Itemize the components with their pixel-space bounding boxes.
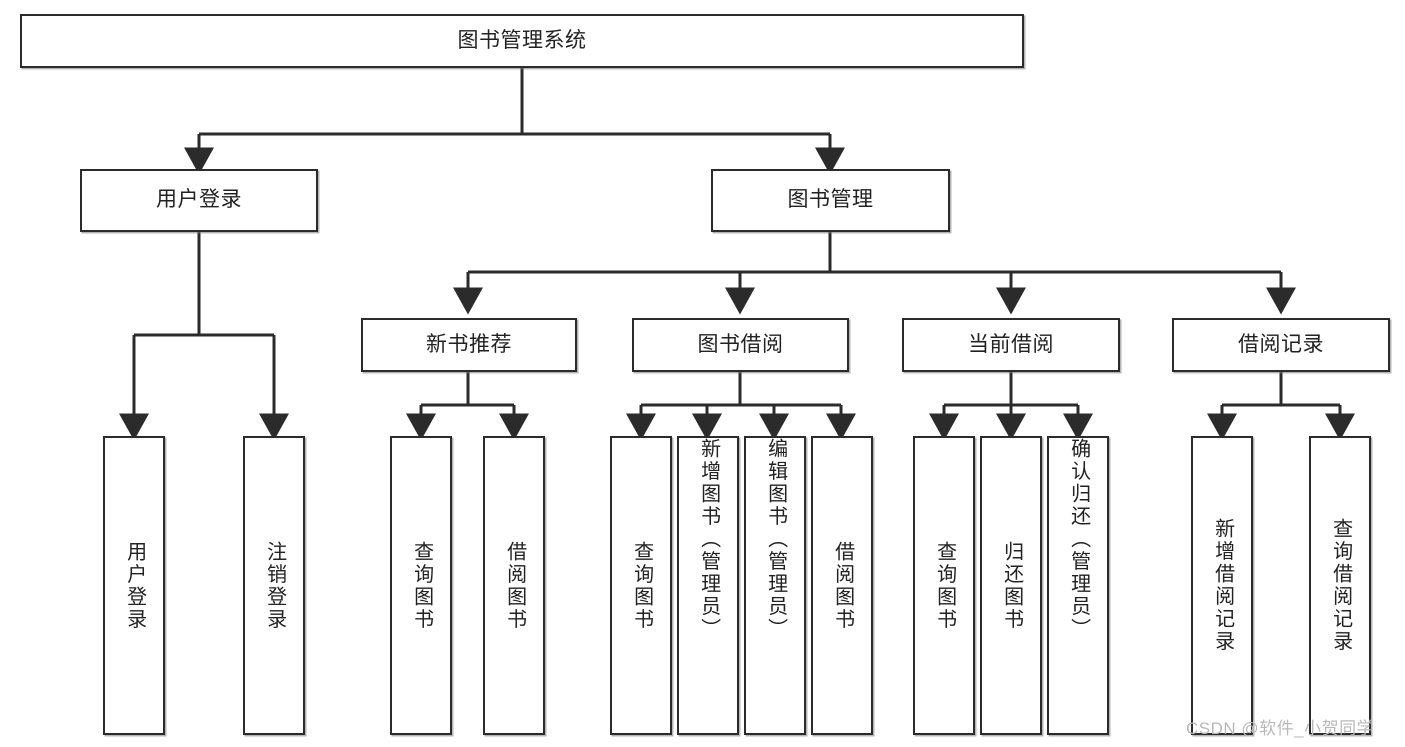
node-new-book-rec[interactable]: 新书推荐 <box>361 318 577 372</box>
node-user-login[interactable]: 用户登录 <box>80 169 318 232</box>
node-leaf-edit-book[interactable]: 编辑图书（管理员） <box>744 436 806 735</box>
node-leaf-user-login[interactable]: 用户登录 <box>103 436 165 735</box>
node-leaf-logout-label: 注销登录 <box>263 540 286 631</box>
node-leaf-query-book-1[interactable]: 查询图书 <box>390 436 452 735</box>
node-leaf-confirm-return-label: 确认归还（管理员） <box>1067 438 1090 641</box>
node-book-borrow-label: 图书借阅 <box>697 332 784 356</box>
node-borrow-record[interactable]: 借阅记录 <box>1172 318 1390 372</box>
node-borrow-record-label: 借阅记录 <box>1238 332 1324 356</box>
node-leaf-add-book[interactable]: 新增图书（管理员） <box>677 436 739 735</box>
node-leaf-add-record-label: 新增借阅记录 <box>1211 518 1234 653</box>
node-book-borrow[interactable]: 图书借阅 <box>632 318 849 372</box>
node-leaf-user-login-label: 用户登录 <box>123 540 146 631</box>
node-book-manage[interactable]: 图书管理 <box>711 169 950 232</box>
node-leaf-borrow-book-1[interactable]: 借阅图书 <box>483 436 545 735</box>
node-leaf-query-book-1-label: 查询图书 <box>410 540 433 631</box>
node-leaf-borrow-book-2[interactable]: 借阅图书 <box>811 436 873 735</box>
node-leaf-logout[interactable]: 注销登录 <box>243 436 305 735</box>
node-user-login-label: 用户登录 <box>156 188 242 212</box>
node-leaf-borrow-book-1-label: 借阅图书 <box>503 540 526 631</box>
node-leaf-return-book-label: 归还图书 <box>1000 540 1023 631</box>
node-leaf-query-book-3-label: 查询图书 <box>933 540 956 631</box>
node-new-book-rec-label: 新书推荐 <box>426 332 512 356</box>
node-root[interactable]: 图书管理系统 <box>20 14 1024 68</box>
node-current-borrow-label: 当前借阅 <box>968 332 1054 356</box>
node-leaf-edit-book-label: 编辑图书（管理员） <box>764 438 787 641</box>
node-leaf-confirm-return[interactable]: 确认归还（管理员） <box>1047 436 1109 735</box>
node-leaf-query-book-3[interactable]: 查询图书 <box>913 436 975 735</box>
node-leaf-return-book[interactable]: 归还图书 <box>980 436 1042 735</box>
csdn-watermark: CSDN @软件_小贺同学 <box>1186 719 1375 738</box>
node-leaf-query-book-2[interactable]: 查询图书 <box>610 436 672 735</box>
node-leaf-query-record-label: 查询借阅记录 <box>1329 518 1352 653</box>
node-leaf-add-book-label: 新增图书（管理员） <box>697 438 720 641</box>
node-leaf-query-book-2-label: 查询图书 <box>630 540 653 631</box>
node-current-borrow[interactable]: 当前借阅 <box>902 318 1120 372</box>
node-book-manage-label: 图书管理 <box>787 188 874 212</box>
node-root-label: 图书管理系统 <box>457 28 587 52</box>
node-leaf-borrow-book-2-label: 借阅图书 <box>831 540 854 631</box>
node-leaf-query-record[interactable]: 查询借阅记录 <box>1309 436 1371 735</box>
node-leaf-add-record[interactable]: 新增借阅记录 <box>1191 436 1253 735</box>
